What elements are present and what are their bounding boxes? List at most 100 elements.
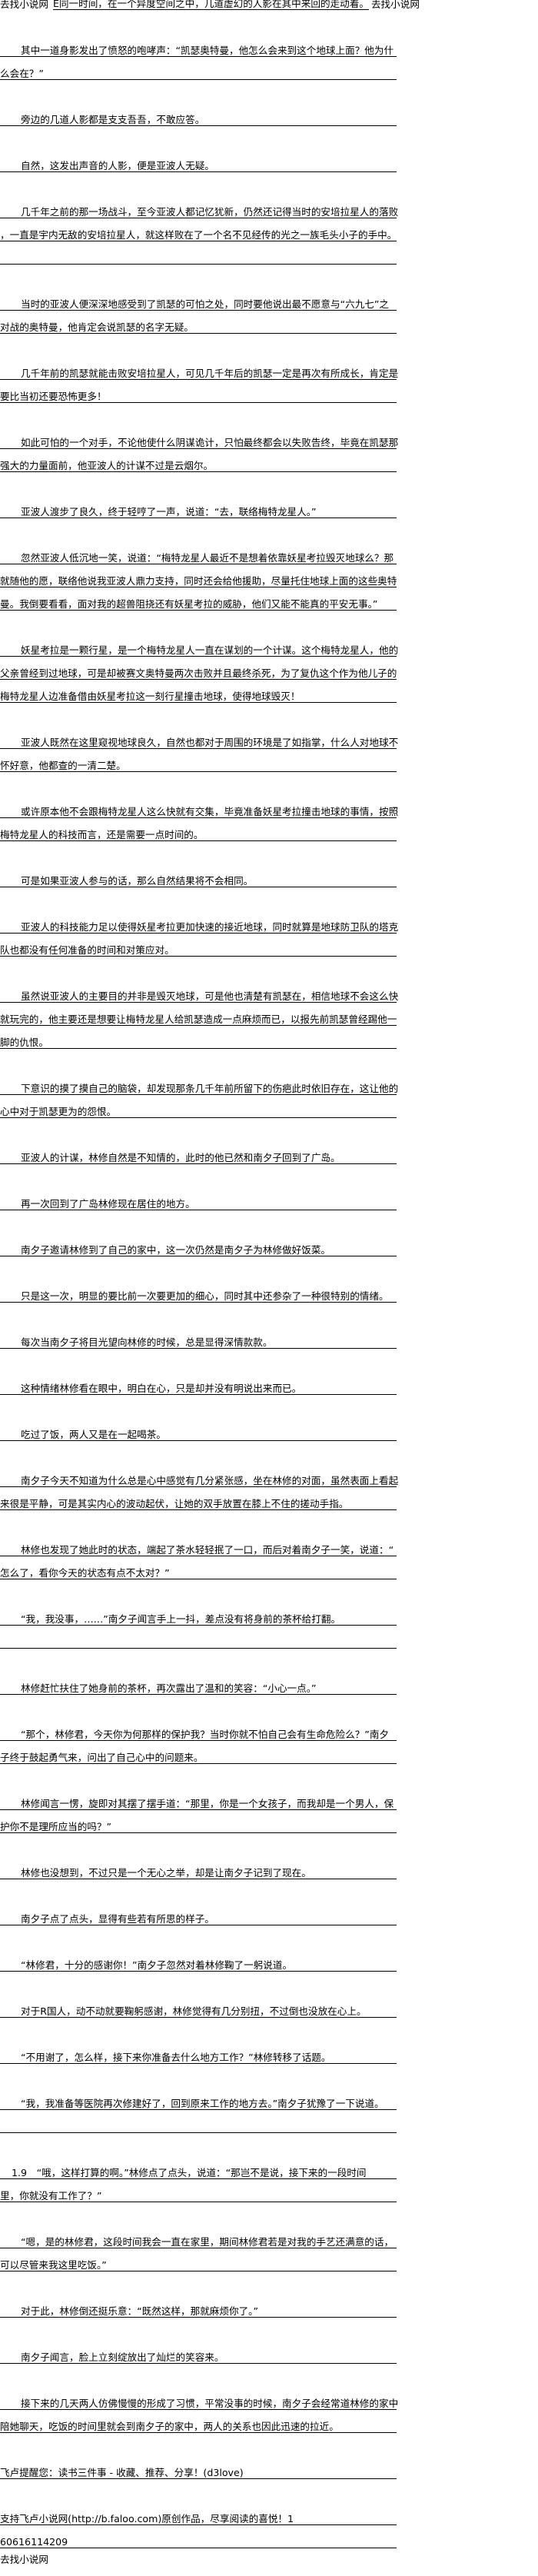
paragraph: 每次当南夕子将目光望向林修的时候，总是显得深情款款。 bbox=[0, 1326, 397, 1372]
text-line: 可以尽管来我这里吃饭。” bbox=[0, 2259, 107, 2271]
text-line: “不用谢了，怎么样，接下来你准备去什么地方工作？”林修转移了话题。 bbox=[21, 2052, 331, 2063]
paragraph: 南夕子闻言，脸上立刻绽放出了灿烂的笑容来。 bbox=[0, 2341, 397, 2387]
footer-support-link[interactable]: 支持飞卢小说网(http://b.faloo.com)原创作品，尽享阅读的喜悦！… bbox=[0, 2513, 294, 2524]
blank-row bbox=[0, 611, 397, 634]
text-line-row: 队也都没有任何准备的时间和对策应对。 bbox=[0, 934, 397, 957]
paragraph: 亚波人的科技能力足以使得妖星考拉更加快速的接近地球，同时就算是地球防卫队的塔克队… bbox=[0, 910, 398, 980]
paragraph: 如此可怕的一个对手，不论他使什么阴谋诡计，只怕最终都会以失败告终，毕竟在凯瑟那强… bbox=[0, 426, 398, 495]
text-line: 子终于鼓起勇气来，问出了自己心中的问题来。 bbox=[0, 1752, 204, 1763]
text-line: 再一次回到了广岛林修现在居住的地方。 bbox=[21, 1198, 195, 1210]
blank-row bbox=[0, 1510, 397, 1533]
paragraph: 妖星考拉是一颗行星，是一个梅特龙星人一直在谋划的一个计谋。这个梅特龙星人，他的父… bbox=[0, 634, 398, 726]
text-line: 亚波人的计谋，林修自然是不知情的，此时的他已然和南夕子回到了广岛。 bbox=[21, 1152, 340, 1163]
blank-row bbox=[0, 518, 397, 541]
text-line-row: 就随他的愿，联络他说我亚波人鼎力支持，同时还会给他援助，尽量托住地球上面的这些奥… bbox=[0, 564, 397, 587]
text-line: 林修也发现了她此时的状态，端起了茶水轻轻抿了一口，而后对着南夕子一笑，说道：“ bbox=[21, 1544, 394, 1556]
blank-row bbox=[0, 2064, 397, 2087]
first-line: E同一时间，在一个异度空间之中，几道虚幻的人影在其中来回的走动着。 bbox=[52, 0, 369, 10]
paragraph: “嗯，是的林修君，这段时间我会一直在家里，期间林修君若是对我的手艺还满意的话， 可… bbox=[0, 2225, 397, 2295]
blank-row bbox=[0, 472, 397, 495]
text-line-row: ，一直是宇内无敌的安培拉星人，就这样败在了一个名不见经传的光之一族毛头小子的手中… bbox=[0, 218, 397, 241]
text-line: 曼。我倒要看看，面对我的超兽阻挠还有妖星考拉的威胁，他们又能不能真的平安无事。” bbox=[0, 598, 378, 610]
paragraph: 几千年之前的那一场战斗，至今亚波人都记忆犹新，仍然还记得当时的安培拉星人的落败，… bbox=[0, 195, 398, 288]
blank-row bbox=[0, 1579, 397, 1603]
blank-row bbox=[0, 11, 397, 34]
paragraph: 可是如果亚波人参与的话，那么自然结果将不会相同。 bbox=[0, 864, 397, 910]
text-line: 强大的力量面前，他亚波人的计谋不过是云烟尔。 bbox=[0, 460, 214, 471]
paragraph: 林修也没想到，不过只是一个无心之举，却是让南夕子记到了现在。 bbox=[0, 1856, 397, 1902]
blank-row bbox=[0, 1118, 397, 1141]
blank-row bbox=[0, 2133, 397, 2156]
text-line: 林修闻言一愣，旋即对其摆了摆手道：“那里，你是一个女孩子，而我却是一个男人，保 bbox=[21, 1798, 394, 1809]
chapter-body: 其中一道身影发出了愤怒的咆哮声：“凯瑟奥特曼，他怎么会来到这个地球上面？他为什么… bbox=[0, 34, 399, 2456]
text-line-row: 当时的亚波人便深深地感受到了凯瑟的可怕之处，同时要他说出最不愿意与“六九七”之 bbox=[0, 288, 397, 311]
blank-row bbox=[0, 403, 397, 426]
paragraph: 当时的亚波人便深深地感受到了凯瑟的可怕之处，同时要他说出最不愿意与“六九七”之对… bbox=[0, 288, 397, 357]
text-line-row: 林修也发现了她此时的状态，端起了茶水轻轻抿了一口，而后对着南夕子一笑，说道：“ bbox=[0, 1533, 397, 1556]
text-line-row: 梅特龙星人的科技而言，还是需要一点时间的。 bbox=[0, 818, 397, 841]
paragraph: 林修赶忙扶住了她身前的茶杯，再次露出了温和的笑容：“小心一点。” bbox=[0, 1672, 397, 1718]
blank-row bbox=[0, 957, 397, 980]
paragraph: 几千年前的凯瑟就能击败安培拉星人，可见几千年后的凯瑟一定是再次有所成长，肯定是要… bbox=[0, 357, 398, 426]
blank-row bbox=[0, 2202, 397, 2225]
text-line: 林修赶忙扶住了她身前的茶杯，再次露出了温和的笑容：“小心一点。” bbox=[21, 1682, 317, 1694]
paragraph: 南夕子邀请林修到了自己的家中，这一次仍然是南夕子为林修做好饭菜。 bbox=[0, 1233, 397, 1280]
text-line: 护你不是理所应当的吗？” bbox=[0, 1821, 112, 1832]
blank-row bbox=[0, 1695, 397, 1718]
paragraph: 亚波人渡步了良久，终于轻哼了一声，说道：“去，联络梅特龙星人。” bbox=[0, 495, 397, 541]
text-line-row: 亚波人渡步了良久，终于轻哼了一声，说道：“去，联络梅特龙星人。” bbox=[0, 495, 397, 518]
blank-row bbox=[0, 2018, 397, 2041]
text-line-row: 吃过了饭，两人又是在一起喝茶。 bbox=[0, 1418, 397, 1441]
paragraph: 吃过了饭，两人又是在一起喝茶。 bbox=[0, 1418, 397, 1464]
paragraph: “我，我没事，……”南夕子闻言手上一抖，差点没有将身前的茶杯给打翻。 bbox=[0, 1603, 397, 1672]
text-line: 吃过了饭，两人又是在一起喝茶。 bbox=[21, 1429, 166, 1440]
text-line-row: 心中对于凯瑟更为的怨恨。 bbox=[0, 1095, 397, 1118]
blank-row bbox=[0, 2271, 397, 2295]
text-line: 林修也没想到，不过只是一个无心之举，却是让南夕子记到了现在。 bbox=[21, 1867, 311, 1879]
text-line-row: 梅特龙星人边准备借由妖星考拉这一刻行星撞击地球，使得地球毁灭！ bbox=[0, 680, 397, 703]
text-line: 要比当初还要恐怖更多！ bbox=[0, 391, 107, 402]
text-line: ，一直是宇内无敌的安培拉星人，就这样败在了一个名不见经传的光之一族毛头小子的手中… bbox=[0, 229, 397, 241]
footer-reminder-row: 飞卢提醒您：读书三件事 - 收藏、推荐、分享！(d3love) bbox=[0, 2456, 397, 2479]
text-line: “林修君，十分的感谢你！”南夕子忽然对着林修鞠了一躬说道。 bbox=[21, 1959, 293, 1971]
text-line-row: 怎么了，看你今天的状态有点不太对？” bbox=[0, 1556, 397, 1579]
text-line: 梅特龙星人的科技而言，还是需要一点时间的。 bbox=[0, 829, 204, 840]
paragraph: 下意识的摸了摸自己的脑袋，却发现那条几千年前所留下的伤疤此时依旧存在，这让他的心… bbox=[0, 1072, 398, 1141]
site-name-left: 去找小说网 bbox=[0, 0, 48, 10]
text-line-row: 林修闻言一愣，旋即对其摆了摆手道：“那里，你是一个女孩子，而我却是一个男人，保 bbox=[0, 1787, 397, 1810]
text-line: 虽然说亚波人的主要目的并非是毁灭地球，可是他也清楚有凯瑟在，相信地球不会这么快 bbox=[21, 990, 399, 1002]
text-line-row: 里，你就没有工作了？” bbox=[0, 2179, 397, 2202]
text-line-row: 曼。我倒要看看，面对我的超兽阻挠还有妖星考拉的威胁，他们又能不能真的平安无事。” bbox=[0, 587, 397, 611]
header-row: 去找小说网 E同一时间，在一个异度空间之中，几道虚幻的人影在其中来回的走动着。 … bbox=[0, 0, 420, 11]
text-line: 队也都没有任何准备的时间和对策应对。 bbox=[0, 944, 174, 956]
text-line-row: 南夕子点了点头，显得有些若有所思的样子。 bbox=[0, 1902, 397, 1925]
text-line: 陪她聊天，吃饭的时间里就会到南夕子的家中，两人的关系也因此迅速的拉近。 bbox=[0, 2421, 339, 2432]
paragraph: 其中一道身影发出了愤怒的咆哮声：“凯瑟奥特曼，他怎么会来到这个地球上面？他为什么… bbox=[0, 34, 397, 103]
text-line-row: 就玩完的，他主要还是想要让梅特龙星人给凯瑟造成一点麻烦而已，以报先前凯瑟曾经踢他… bbox=[0, 1003, 397, 1026]
paragraph: 自然，这发出声音的人影，便是亚波人无疑。 bbox=[0, 149, 397, 195]
blank-row bbox=[0, 2479, 397, 2502]
text-line-row: 每次当南夕子将目光望向林修的时候，总是显得深情款款。 bbox=[0, 1326, 397, 1349]
text-line: 对于此，林修倒还挺乐意：“既然这样，那就麻烦你了。” bbox=[21, 2305, 258, 2317]
text-line-row: “嗯，是的林修君，这段时间我会一直在家里，期间林修君若是对我的手艺还满意的话， bbox=[0, 2225, 397, 2248]
text-line: 自然，这发出声音的人影，便是亚波人无疑。 bbox=[21, 160, 214, 171]
blank-row bbox=[0, 126, 397, 149]
text-line-row: 虽然说亚波人的主要目的并非是毁灭地球，可是他也清楚有凯瑟在，相信地球不会这么快 bbox=[0, 980, 399, 1003]
text-line-row: 来很是平静，可是其实内心的波动起伏，让她的双手放置在膝上不住的搓动手指。 bbox=[0, 1487, 397, 1510]
footer-number: 60616114209 bbox=[0, 2536, 68, 2548]
blank-row bbox=[0, 2433, 397, 2456]
paragraph: 接下来的几天两人仿佛慢慢的形成了习惯，平常没事的时候，南夕子会经常道林修的家中陪… bbox=[0, 2387, 398, 2456]
text-line: 亚波人渡步了良久，终于轻哼了一声，说道：“去，联络梅特龙星人。” bbox=[21, 506, 317, 518]
text-line: 当时的亚波人便深深地感受到了凯瑟的可怕之处，同时要他说出最不愿意与“六九七”之 bbox=[21, 298, 390, 310]
blank-row bbox=[0, 334, 397, 357]
paragraph: 这种情绪林修看在眼中，明白在心，只是却并没有明说出来而已。 bbox=[0, 1372, 397, 1418]
text-line: 对战的奥特曼，他肯定会说凯瑟的名字无疑。 bbox=[0, 321, 194, 333]
text-line-row: 么会在？” bbox=[0, 57, 397, 80]
paragraph: “我，我准备等医院再次修建好了，回到原来工作的地方去。”南夕子犹豫了一下说道。 bbox=[0, 2087, 397, 2156]
blank-row bbox=[0, 1256, 397, 1280]
text-line-row: 亚波人的计谋，林修自然是不知情的，此时的他已然和南夕子回到了广岛。 bbox=[0, 1141, 397, 1164]
text-line-row: 对战的奥特曼，他肯定会说凯瑟的名字无疑。 bbox=[0, 311, 397, 334]
footer-site-name: 去找小说网 bbox=[0, 2553, 48, 2565]
text-line: 南夕子邀请林修到了自己的家中，这一次仍然是南夕子为林修做好饭菜。 bbox=[21, 1244, 330, 1256]
text-line-row: 强大的力量面前，他亚波人的计谋不过是云烟尔。 bbox=[0, 449, 397, 472]
